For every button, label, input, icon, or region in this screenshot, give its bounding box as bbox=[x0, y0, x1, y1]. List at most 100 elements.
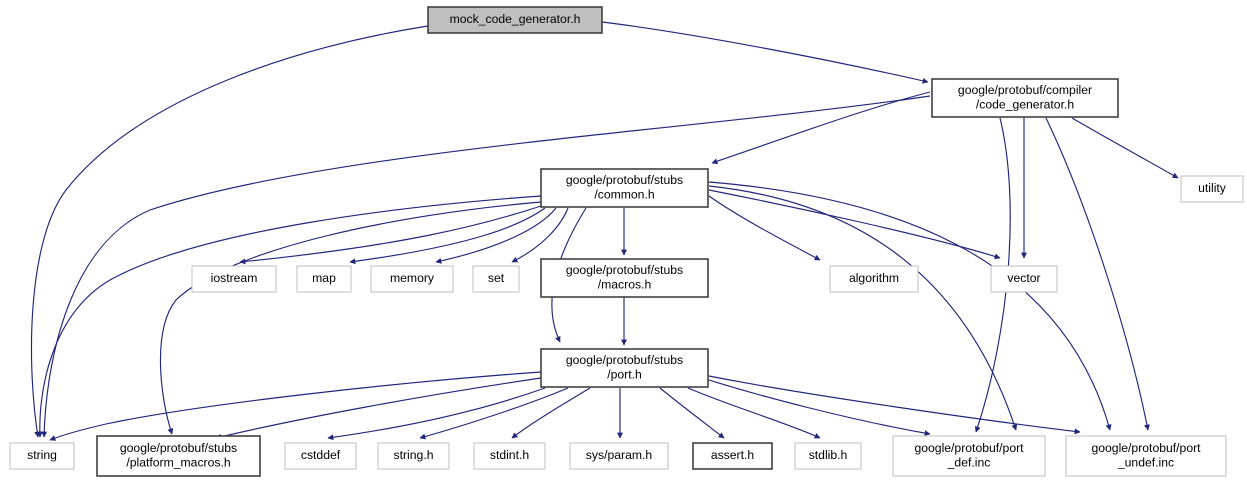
node-vector[interactable]: vector bbox=[990, 265, 1058, 293]
edge-port-to-portundef bbox=[708, 375, 1081, 435]
edge-port-to-stringh bbox=[419, 387, 569, 440]
node-box-vector[interactable] bbox=[990, 265, 1058, 293]
node-label-algorithm: algorithm bbox=[849, 271, 899, 285]
node-label-portundef: google/protobuf/port bbox=[1091, 441, 1201, 455]
node-label-map: map bbox=[312, 271, 336, 285]
node-map[interactable]: map bbox=[296, 265, 352, 293]
edge-port-to-platform bbox=[215, 377, 542, 440]
node-label-memory: memory bbox=[390, 271, 435, 285]
edge-common-to-portdef bbox=[708, 185, 1018, 431]
node-box-macros[interactable] bbox=[540, 258, 709, 298]
node-label-iostream: iostream bbox=[211, 271, 258, 285]
node-label-vector: vector bbox=[1007, 271, 1040, 285]
node-label-portdef: _def.inc bbox=[947, 455, 991, 469]
edge-port-to-string bbox=[49, 371, 542, 441]
node-box-portundef[interactable] bbox=[1065, 435, 1227, 477]
edge-codegen-to-string bbox=[41, 95, 931, 438]
node-label-string: string bbox=[27, 448, 57, 462]
node-label-portdef: google/protobuf/port bbox=[914, 441, 1024, 455]
node-utility[interactable]: utility bbox=[1180, 175, 1244, 203]
edge-port-to-stdint bbox=[511, 387, 591, 439]
node-iostream[interactable]: iostream bbox=[191, 265, 277, 293]
node-label-common: /common.h bbox=[594, 187, 654, 201]
node-label-stdint: stdint.h bbox=[490, 448, 529, 462]
node-label-cstddef: cstddef bbox=[301, 448, 341, 462]
edge-common-to-algorithm bbox=[708, 195, 821, 261]
node-box-map[interactable] bbox=[296, 265, 352, 293]
node-portdef[interactable]: google/protobuf/port_def.inc bbox=[892, 435, 1046, 477]
node-portundef[interactable]: google/protobuf/port_undef.inc bbox=[1065, 435, 1227, 477]
edge-common-to-platform bbox=[159, 201, 542, 435]
node-box-stdlib[interactable] bbox=[794, 442, 862, 470]
edge-mock-to-codegen bbox=[601, 21, 929, 84]
edge-port-to-stdlib bbox=[687, 387, 821, 439]
node-port[interactable]: google/protobuf/stubs/port.h bbox=[540, 348, 709, 388]
node-box-port[interactable] bbox=[540, 348, 709, 388]
node-box-codegen[interactable] bbox=[931, 78, 1119, 118]
node-label-utility: utility bbox=[1198, 181, 1227, 195]
edge-common-to-map bbox=[349, 207, 546, 265]
node-box-utility[interactable] bbox=[1180, 175, 1244, 203]
node-memory[interactable]: memory bbox=[370, 265, 454, 293]
node-label-platform: google/protobuf/stubs bbox=[120, 441, 237, 455]
node-label-portundef: _undef.inc bbox=[1117, 455, 1174, 469]
edge-port-to-portdef bbox=[708, 379, 931, 437]
node-layer: mock_code_generator.h google/protobuf/com… bbox=[9, 6, 1244, 477]
node-box-sysparam[interactable] bbox=[569, 442, 669, 470]
node-stdlib[interactable]: stdlib.h bbox=[794, 442, 862, 470]
node-set[interactable]: set bbox=[472, 265, 520, 293]
edge-common-to-portundef bbox=[708, 181, 1112, 431]
edge-port-to-cstddef bbox=[327, 387, 546, 441]
node-label-mock: mock_code_generator.h bbox=[450, 12, 581, 26]
node-cstddef[interactable]: cstddef bbox=[284, 442, 357, 470]
node-platform[interactable]: google/protobuf/stubs/platform_macros.h bbox=[96, 435, 261, 477]
node-sysparam[interactable]: sys/param.h bbox=[569, 442, 669, 470]
node-codegen[interactable]: google/protobuf/compiler/code_generator.… bbox=[931, 78, 1119, 118]
node-box-string[interactable] bbox=[9, 442, 75, 470]
node-label-codegen: /code_generator.h bbox=[976, 97, 1074, 111]
node-label-macros: google/protobuf/stubs bbox=[566, 263, 683, 277]
node-label-common: google/protobuf/stubs bbox=[566, 173, 683, 187]
edge-common-to-set bbox=[511, 207, 569, 263]
node-assert[interactable]: assert.h bbox=[692, 442, 773, 470]
edge-codegen-to-portundef bbox=[1045, 117, 1150, 431]
node-label-stdlib: stdlib.h bbox=[809, 448, 848, 462]
node-label-sysparam: sys/param.h bbox=[586, 448, 652, 462]
node-box-set[interactable] bbox=[472, 265, 520, 293]
node-label-platform: /platform_macros.h bbox=[126, 455, 230, 469]
edge-layer bbox=[30, 21, 1179, 441]
edge-common-to-vector bbox=[708, 189, 1001, 260]
node-box-portdef[interactable] bbox=[892, 435, 1046, 477]
node-label-assert: assert.h bbox=[711, 448, 754, 462]
node-label-set: set bbox=[488, 271, 505, 285]
node-label-port: /port.h bbox=[607, 367, 642, 381]
node-string[interactable]: string bbox=[9, 442, 75, 470]
edge-common-to-memory bbox=[435, 207, 557, 264]
node-box-stdint[interactable] bbox=[473, 442, 546, 470]
node-stringh[interactable]: string.h bbox=[377, 442, 450, 470]
node-box-iostream[interactable] bbox=[191, 265, 277, 293]
node-box-memory[interactable] bbox=[370, 265, 454, 293]
node-box-common[interactable] bbox=[540, 168, 709, 208]
node-box-stringh[interactable] bbox=[377, 442, 450, 470]
edge-common-to-string bbox=[36, 195, 542, 438]
node-box-mock[interactable] bbox=[427, 6, 603, 34]
node-label-stringh: string.h bbox=[394, 448, 434, 462]
node-box-assert[interactable] bbox=[692, 442, 773, 470]
edge-codegen-to-utility bbox=[1071, 117, 1179, 179]
edge-codegen-to-common bbox=[711, 91, 931, 165]
edge-common-to-iostream bbox=[239, 205, 542, 265]
node-stdint[interactable]: stdint.h bbox=[473, 442, 546, 470]
node-box-platform[interactable] bbox=[96, 435, 261, 477]
edge-mock-to-string bbox=[30, 25, 429, 438]
node-label-codegen: google/protobuf/compiler bbox=[958, 83, 1092, 97]
node-macros[interactable]: google/protobuf/stubs/macros.h bbox=[540, 258, 709, 298]
node-box-algorithm[interactable] bbox=[829, 265, 919, 293]
node-algorithm[interactable]: algorithm bbox=[829, 265, 919, 293]
node-common[interactable]: google/protobuf/stubs/common.h bbox=[540, 168, 709, 208]
node-box-cstddef[interactable] bbox=[284, 442, 357, 470]
node-mock[interactable]: mock_code_generator.h bbox=[427, 6, 603, 34]
node-label-port: google/protobuf/stubs bbox=[566, 353, 683, 367]
